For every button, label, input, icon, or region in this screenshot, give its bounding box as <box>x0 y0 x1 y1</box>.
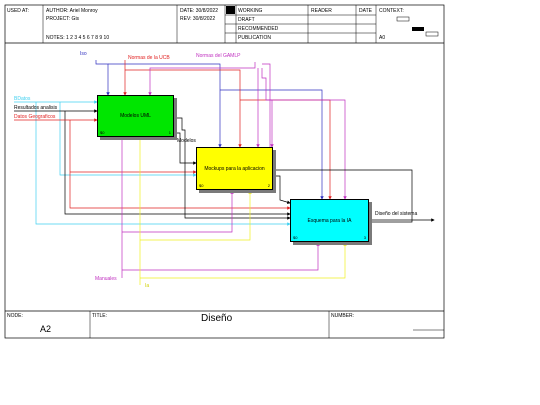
title-label: TITLE: <box>92 313 108 319</box>
project-field: PROJECT: Gis <box>46 16 80 22</box>
rev-field: REV: 30/8/2022 <box>180 16 216 22</box>
box-cost: $0 <box>199 183 204 188</box>
box-mockups[interactable]: Mockups para la aplicacion $0 2 <box>196 147 273 190</box>
reader-date-label: DATE <box>359 8 372 14</box>
context-label: CONTEXT: <box>379 8 404 14</box>
label-normas-gamlp: Normas del GAMLP <box>196 53 241 59</box>
date-field: DATE: 30/8/2022 <box>180 8 218 14</box>
status-working: WORKING <box>238 8 263 14</box>
box-modelos-uml[interactable]: Modelos UML $0 1 <box>97 95 174 137</box>
status-draft: DRAFT <box>238 17 255 23</box>
diagram-title: Diseño <box>201 313 233 324</box>
context-node: A0 <box>379 35 386 41</box>
arrow-modelos <box>174 132 197 165</box>
used-at-label: USED AT: <box>7 8 29 14</box>
box-esquema-ia[interactable]: Esquema para la IA $0 3 <box>290 199 369 242</box>
box-title: Modelos UML <box>120 113 151 119</box>
box-number: 1 <box>168 130 171 135</box>
label-normas-ucb: Normas de la UCB <box>128 55 170 61</box>
label-bdatos: BDatos <box>14 96 31 102</box>
box-cost: $0 <box>293 235 298 240</box>
label-iso: Iso <box>80 51 87 57</box>
box-title: Esquema para la IA <box>307 217 352 224</box>
notes-field: NOTES: 1 2 3 4 5 6 7 8 9 10 <box>46 35 110 41</box>
label-datos-geo: Datos Geograficos <box>14 114 56 120</box>
node-value: A2 <box>40 324 52 334</box>
reader-label: READER <box>311 8 332 14</box>
author-field: AUTHOR: Ariel Monroy <box>46 8 98 14</box>
label-ia: Ia <box>145 283 150 289</box>
arrow-normas-gamlp <box>148 62 256 96</box>
label-manuales: Manuales <box>95 276 117 282</box>
box-number: 3 <box>363 235 366 240</box>
status-recommended: RECOMMENDED <box>238 26 279 32</box>
box-cost: $0 <box>100 130 105 135</box>
arrow-iso <box>95 60 110 96</box>
label-modelos: Modelos <box>177 138 196 144</box>
label-resultados: Resultados analisis <box>14 105 58 111</box>
status-publication: PUBLICATION <box>238 35 271 41</box>
label-diseno-sistema: Diseño del sistema <box>375 211 418 217</box>
box-number: 2 <box>267 183 270 188</box>
node-label: NODE: <box>7 313 23 319</box>
box-title: Mockups para la aplicacion <box>204 165 265 172</box>
number-label: NUMBER: <box>331 313 355 319</box>
